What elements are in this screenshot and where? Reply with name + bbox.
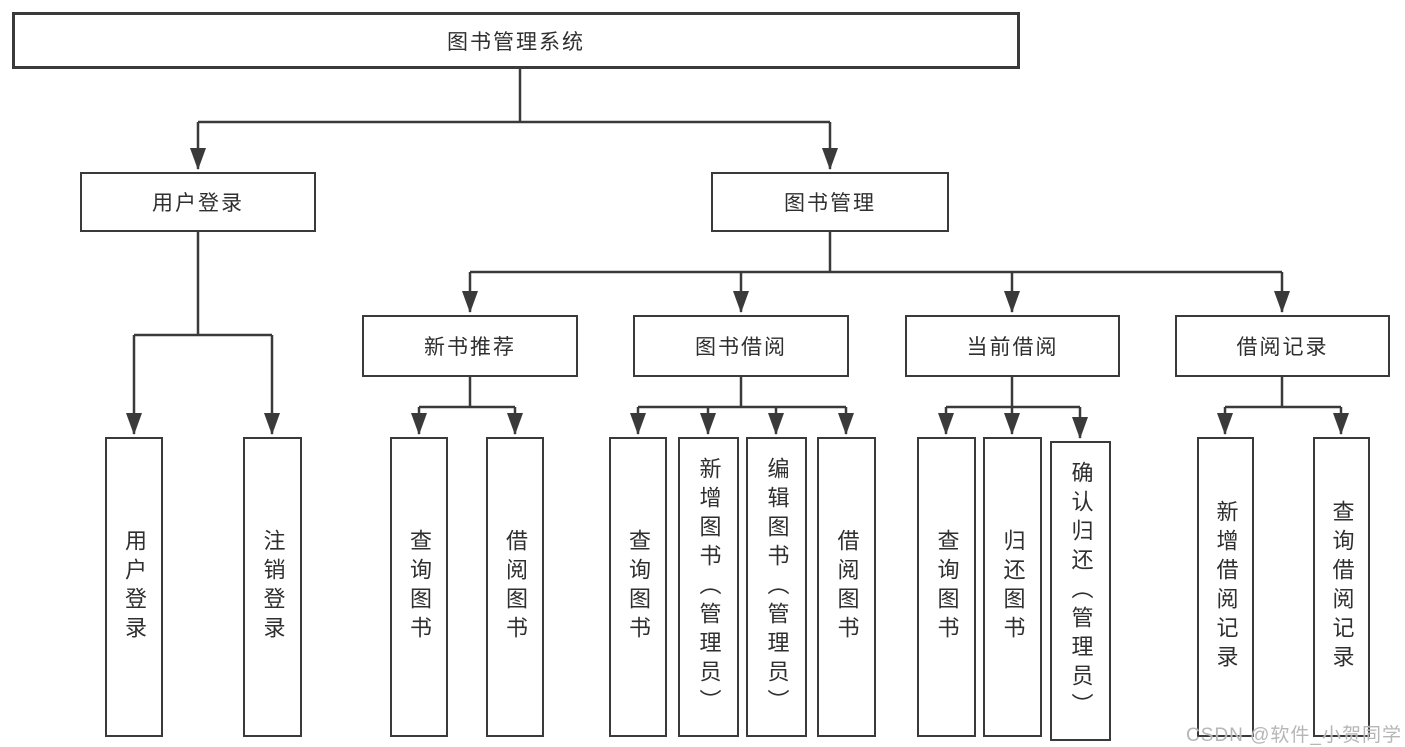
leaf-query-book: 查询图书	[609, 437, 667, 737]
leaf-edit-book-admin: 编辑图书（管理员）	[746, 437, 807, 737]
leaf-return-book: 归还图书	[983, 437, 1042, 737]
node-current-borrowing: 当前借阅	[905, 315, 1120, 377]
node-borrow-records: 借阅记录	[1175, 315, 1390, 377]
leaf-user-login: 用户登录	[105, 437, 163, 737]
leaf-confirm-return-admin: 确认归还（管理员）	[1050, 441, 1111, 741]
csdn-watermark: CSDN @软件_小贺同学	[1186, 725, 1402, 746]
node-user-login: 用户登录	[80, 172, 316, 232]
leaf-borrow-book: 借阅图书	[817, 437, 876, 737]
leaf-logout: 注销登录	[243, 437, 302, 737]
leaf-query-book: 查询图书	[390, 437, 448, 737]
leaf-add-borrow-record: 新增借阅记录	[1197, 437, 1254, 737]
node-library-system: 图书管理系统	[12, 12, 1020, 69]
node-book-borrowing: 图书借阅	[633, 315, 849, 377]
leaf-add-book-admin: 新增图书（管理员）	[678, 437, 739, 737]
leaf-query-book: 查询图书	[917, 437, 976, 737]
leaf-borrow-book: 借阅图书	[486, 437, 544, 737]
connector-trunks	[134, 69, 1341, 409]
node-book-management: 图书管理	[711, 172, 949, 232]
node-new-book-recommend: 新书推荐	[362, 315, 578, 377]
leaf-query-borrow-record: 查询借阅记录	[1313, 437, 1370, 737]
